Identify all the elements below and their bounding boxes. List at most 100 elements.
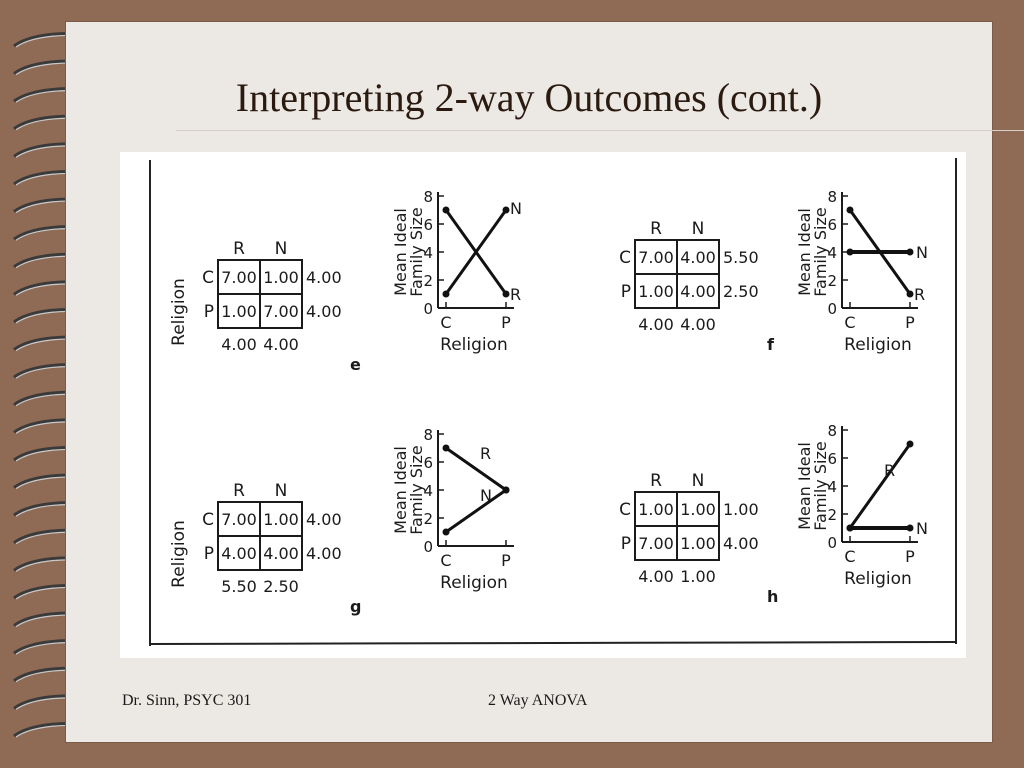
col-header: R	[650, 471, 662, 491]
cell-value: 1.00	[263, 268, 299, 287]
row-mean: 1.00	[723, 500, 759, 519]
cell-value: 4.00	[263, 544, 299, 563]
cell-value: 1.00	[680, 534, 716, 553]
cell-value: 1.00	[638, 500, 674, 519]
x-tick-label: P	[501, 313, 511, 332]
y-tick-label: 0	[423, 300, 433, 318]
y-tick-label: 6	[423, 216, 433, 234]
x-tick-label: P	[501, 551, 511, 570]
series-label: N	[510, 199, 522, 218]
row-label: C	[202, 510, 214, 530]
row-label: P	[621, 534, 631, 554]
col-header: N	[275, 239, 288, 259]
series-label: R	[884, 461, 895, 480]
col-header: R	[233, 481, 245, 501]
y-tick-label: 6	[423, 454, 433, 472]
col-header: N	[275, 481, 288, 501]
footer-topic: 2 Way ANOVA	[488, 692, 588, 709]
row-mean: 4.00	[306, 510, 342, 529]
data-point	[502, 486, 510, 494]
panel-letter: f	[767, 335, 775, 354]
col-mean: 5.50	[221, 577, 257, 596]
data-point	[906, 290, 914, 298]
footer-author: Dr. Sinn, PSYC 301	[122, 692, 252, 709]
x-tick-label: P	[905, 313, 915, 332]
row-label: P	[621, 282, 631, 302]
y-tick-label: 0	[827, 534, 837, 552]
x-axis-label: Religion	[844, 335, 912, 355]
panel-letter: e	[350, 355, 361, 374]
row-label: P	[204, 544, 214, 564]
data-point	[442, 290, 450, 298]
col-header: R	[650, 219, 662, 239]
col-header: N	[692, 471, 705, 491]
data-point	[442, 528, 450, 536]
scan-border-bottom	[149, 641, 957, 645]
col-mean: 4.00	[680, 315, 716, 334]
cell-value: 1.00	[680, 500, 716, 519]
row-label: C	[202, 268, 214, 288]
cell-value: 7.00	[638, 248, 674, 267]
y-axis-label: Mean Ideal	[795, 208, 814, 296]
series-line-R	[444, 209, 508, 295]
cell-value: 4.00	[680, 282, 716, 301]
cell-value: 7.00	[638, 534, 674, 553]
series-line-R	[848, 443, 912, 529]
x-tick-label: P	[905, 547, 915, 566]
cell-value: 4.00	[680, 248, 716, 267]
x-axis-label: Religion	[440, 573, 508, 593]
y-tick-label: 6	[827, 216, 837, 234]
panel-letter: g	[350, 597, 361, 616]
row-mean: 2.50	[723, 282, 759, 301]
data-point	[906, 440, 914, 448]
y-axis-label: Family Size	[811, 207, 830, 296]
series-label: R	[480, 444, 491, 463]
data-point	[906, 248, 914, 256]
y-tick-label: 8	[423, 188, 433, 206]
y-axis-label: Mean Ideal	[391, 446, 410, 534]
row-factor-label: Religion	[169, 278, 189, 346]
y-tick-label: 2	[827, 272, 837, 290]
series-label: N	[916, 519, 928, 538]
row-factor-label: Religion	[169, 520, 189, 588]
y-tick-label: 2	[423, 272, 433, 290]
y-axis-label: Mean Ideal	[795, 442, 814, 530]
col-mean: 1.00	[680, 567, 716, 586]
y-tick-label: 6	[827, 450, 837, 468]
row-mean: 4.00	[723, 534, 759, 553]
panel-letter: h	[767, 587, 778, 606]
row-mean: 4.00	[306, 268, 342, 287]
cell-value: 7.00	[263, 302, 299, 321]
x-tick-label: C	[844, 313, 855, 332]
row-mean: 4.00	[306, 302, 342, 321]
data-point	[502, 206, 510, 214]
cell-value: 7.00	[221, 510, 257, 529]
col-header: N	[692, 219, 705, 239]
y-tick-label: 8	[827, 422, 837, 440]
y-axis-label: Family Size	[407, 207, 426, 296]
cell-value: 4.00	[221, 544, 257, 563]
y-tick-label: 0	[423, 538, 433, 556]
series-line-N	[445, 488, 507, 534]
cell-value: 1.00	[638, 282, 674, 301]
y-tick-label: 2	[423, 510, 433, 528]
row-label: C	[619, 500, 631, 520]
cell-value: 1.00	[221, 302, 257, 321]
cell-value: 7.00	[221, 268, 257, 287]
y-tick-label: 4	[827, 244, 837, 262]
data-point	[846, 524, 854, 532]
data-point	[846, 206, 854, 214]
y-axis-label: Family Size	[407, 445, 426, 534]
data-point	[502, 290, 510, 298]
y-tick-label: 4	[827, 478, 837, 496]
col-mean: 2.50	[263, 577, 299, 596]
y-tick-label: 2	[827, 506, 837, 524]
row-mean: 5.50	[723, 248, 759, 267]
slide-title: Interpreting 2-way Outcomes (cont.)	[235, 75, 823, 120]
